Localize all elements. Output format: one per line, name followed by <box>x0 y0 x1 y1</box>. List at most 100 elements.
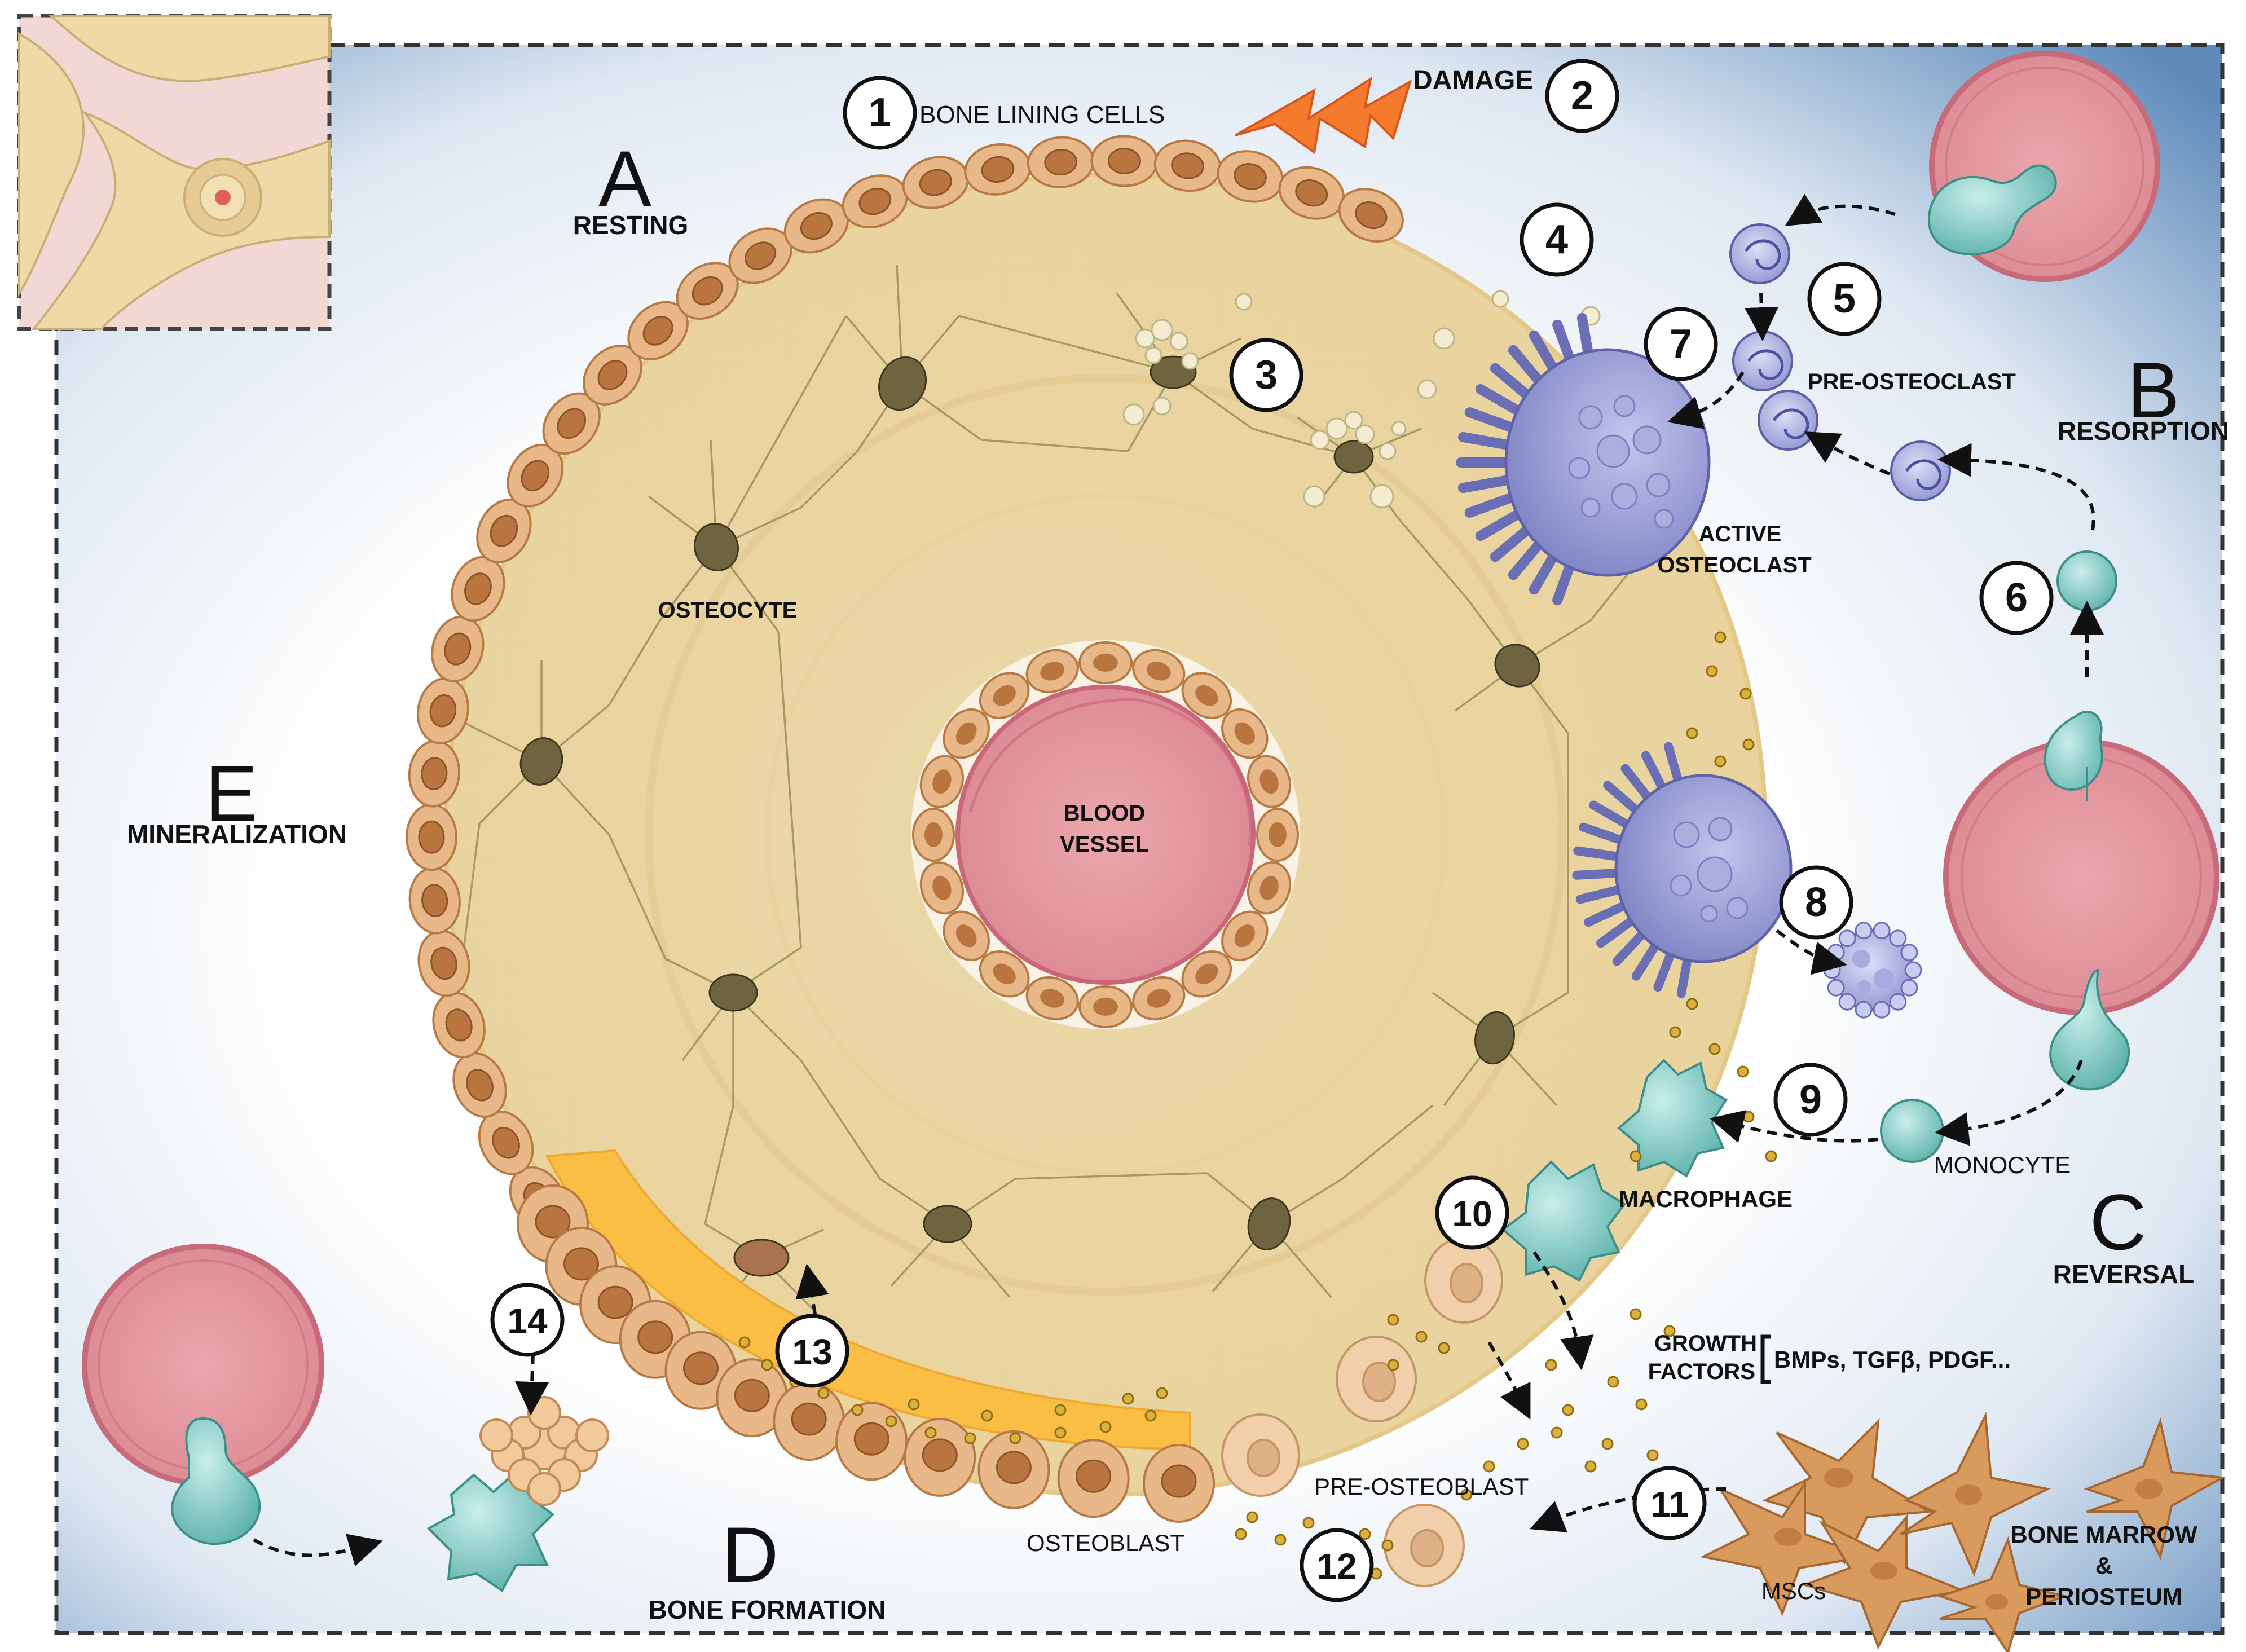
osteocyte-6 <box>1494 644 1540 688</box>
lining-cell <box>1090 135 1159 187</box>
lining-cell <box>1027 136 1095 188</box>
growth-factor-dot <box>738 1336 751 1349</box>
arrow-14-down <box>515 1353 549 1416</box>
label-blood-vessel-1: BLOOD <box>1064 801 1145 826</box>
svg-text:11: 11 <box>1650 1484 1689 1525</box>
label-monocyte: MONOCYTE <box>1934 1152 2071 1178</box>
msc-cell <box>1762 1418 1933 1565</box>
growth-factor-dot <box>1686 998 1698 1010</box>
growth-factor-dot <box>1302 1517 1315 1529</box>
osteocyte-7 <box>708 973 758 1012</box>
growth-factor-dot <box>1438 1342 1450 1354</box>
step-marker-14: 14 <box>490 1283 565 1357</box>
step-marker-13: 13 <box>775 1314 849 1388</box>
process-arrows <box>253 193 2104 1567</box>
phase-letter-c: C <box>2089 1178 2146 1266</box>
label-osteoblast: OSTEOBLAST <box>1027 1530 1184 1556</box>
active-osteoclast <box>1456 312 1711 606</box>
label-damage: DAMAGE <box>1413 65 1533 95</box>
arrow-10-down-2 <box>1487 1341 1531 1420</box>
lining-cell <box>728 227 792 284</box>
lining-cell <box>1217 150 1284 203</box>
growth-factor-dot <box>1646 1449 1659 1461</box>
growth-factor-dot <box>1054 1426 1067 1439</box>
step-marker-10: 10 <box>1435 1175 1509 1250</box>
apoptotic-osteoclast <box>1823 922 1922 1019</box>
endothelial-cell <box>919 755 964 808</box>
svg-text:6: 6 <box>2005 575 2028 620</box>
lining-cell <box>408 739 461 808</box>
endothelial-cell <box>979 672 1030 719</box>
growth-factor-dot <box>1601 1438 1614 1450</box>
growth-factor-dot <box>1483 1460 1495 1473</box>
lining-cell <box>452 1052 507 1118</box>
label-osteocyte: OSTEOCYTE <box>658 598 798 623</box>
growth-factor-dot <box>1708 1043 1721 1055</box>
osteoblast-cell <box>977 1430 1050 1509</box>
growth-factor-dot <box>817 1387 830 1399</box>
pre-osteoblasts <box>1221 1237 1503 1587</box>
msc-cell <box>1699 1479 1871 1616</box>
step-marker-9: 9 <box>1773 1063 1848 1137</box>
growth-factor-dot <box>761 1359 773 1371</box>
monocyte-cell <box>2056 550 2117 611</box>
endothelial-cell <box>1181 950 1232 998</box>
endothelial-cell <box>919 861 964 915</box>
osteoblast-cell <box>773 1382 845 1461</box>
endothelial-cell <box>912 808 955 862</box>
step-marker-7: 7 <box>1644 307 1718 381</box>
macrophage-cell <box>426 1467 555 1592</box>
lining-cell <box>542 392 601 455</box>
arrow-5-to-preosteoclast <box>1785 193 1896 226</box>
growth-factor-dot <box>924 1426 937 1439</box>
pre-osteoclast-cell <box>1758 390 1818 451</box>
osteoblast-cell <box>835 1402 908 1481</box>
growth-factor-dot <box>1584 1460 1597 1473</box>
endothelial-cells <box>912 641 1299 1028</box>
lining-cell <box>676 262 739 320</box>
arrow-13-up <box>795 1263 829 1315</box>
growth-factor-dot <box>1099 1421 1112 1433</box>
phase-name-resorption: RESORPTION <box>2058 416 2229 446</box>
monocyte-extravasating <box>171 1417 261 1545</box>
central-blood-vessel <box>911 640 1300 1029</box>
endothelial-cell <box>1078 985 1133 1028</box>
svg-text:2: 2 <box>1571 73 1593 118</box>
macrophage-cell <box>1501 1160 1626 1282</box>
svg-text:10: 10 <box>1452 1193 1492 1234</box>
label-pre-osteoclast: PRE-OSTEOCLAST <box>1808 369 2016 394</box>
growth-factor-dot <box>1630 1308 1642 1320</box>
growth-factors-bracket <box>1760 1334 1771 1384</box>
phase-letter-d: D <box>721 1510 778 1599</box>
macrophage-cell <box>1617 1059 1728 1178</box>
phase-name-mineralization: MINERALIZATION <box>127 820 347 849</box>
growth-factor-dot <box>1387 1359 1399 1371</box>
monocyte-extravasating <box>1927 164 2057 255</box>
growth-factor-dot <box>1274 1534 1287 1546</box>
endothelial-cell <box>979 950 1030 998</box>
phase-name-reversal: REVERSAL <box>2053 1259 2194 1289</box>
pre-osteoclasts <box>1729 223 1951 501</box>
growth-factor-dot <box>1551 1426 1563 1439</box>
lining-cell <box>408 866 461 935</box>
arrow-monocyte-to-macrophage <box>1709 1110 1879 1143</box>
growth-factor-dot <box>1635 1398 1648 1411</box>
label-active-osteoclast-1: ACTIVE <box>1699 522 1782 547</box>
osteocyte-3 <box>519 737 563 786</box>
lining-cell <box>507 443 564 508</box>
lining-cell <box>1153 139 1222 192</box>
growth-factor-dot <box>1054 1404 1067 1416</box>
pre-osteoclast-cell <box>1729 223 1790 284</box>
arrow-vessel-to-monocyte <box>1935 1060 2083 1146</box>
retreating-osteoclast <box>1572 742 1793 998</box>
growth-factor-dot <box>1739 688 1752 700</box>
monocyte-extravasating <box>2044 710 2103 801</box>
osteocyte-5 <box>1333 440 1374 474</box>
growth-factor-dot <box>1742 1111 1755 1123</box>
pre-osteoblast-cell <box>1424 1237 1503 1324</box>
growth-factor-dot <box>1663 1325 1676 1337</box>
endothelial-cell <box>1025 649 1079 693</box>
label-growth-factors-list: BMPs, TGFβ, PDGF... <box>1774 1346 2011 1373</box>
endothelial-cell <box>1078 641 1133 684</box>
growth-factor-dot <box>1387 1314 1399 1326</box>
